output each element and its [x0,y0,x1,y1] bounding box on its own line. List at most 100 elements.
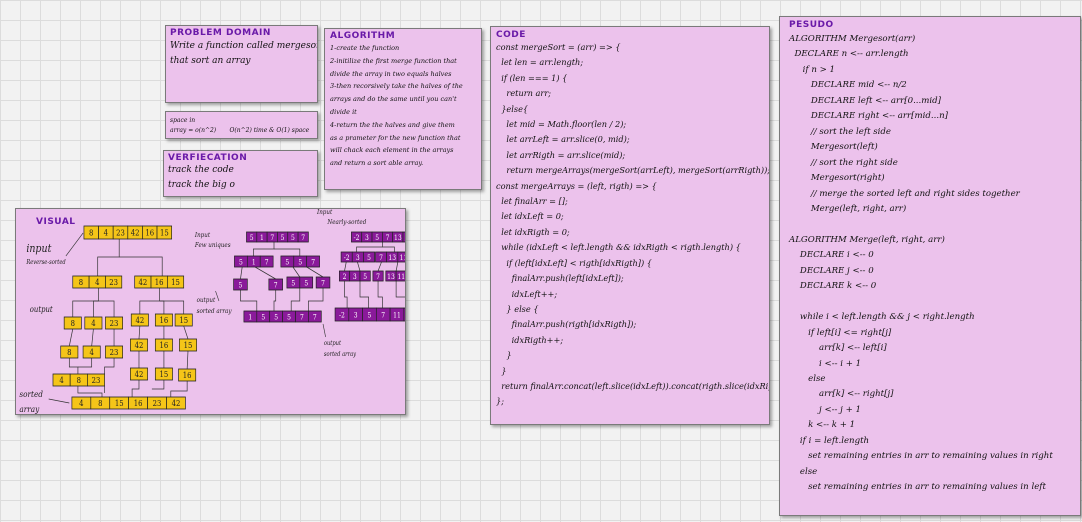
problem-domain-card: Problem Domain Write a function called m… [165,25,318,103]
problem-line: Write a function called mergesort [170,41,318,51]
label-nearly-sorted: Nearly-sorted [326,219,366,227]
array-cell [84,316,103,330]
pseudo-line: arr[k] <-- left[i] [789,343,887,354]
array-cell-value: 5 [285,258,289,267]
array-cell [395,270,405,282]
connector-line [344,261,347,272]
array-cell [297,231,309,243]
pseudo-line: DECLARE j <-- 0 [789,265,874,276]
connector-line [240,266,243,280]
array-cell [105,316,123,330]
array-cell-value: 8 [89,228,94,238]
array-cell-value: 5 [281,234,285,243]
array-cell-value: 3 [353,273,357,282]
array-cell-value: 3 [365,234,369,243]
array-cell [130,367,148,381]
array-cell-value: 4 [59,375,64,385]
array-cell-value: 7 [300,313,304,322]
code-line: let arrRigth = arr.slice(mid); [496,149,626,160]
array-cell-value: 13 [388,254,396,263]
array-cell [63,316,82,330]
array-cell-value: 1 [252,258,256,267]
code-line: } else { [496,303,539,314]
connector-line [344,281,348,308]
label-sorted: sorted [19,389,43,399]
algorithm-line: divide the array in two equals halves [330,69,452,78]
array-cell-value: 23 [92,375,101,385]
array-cell-value: 7 [274,281,278,290]
pseudo-line: // merge the sorted left and right sides… [789,188,1020,199]
code-line: let idxRigth = 0; [496,226,570,237]
connector-line [306,266,324,278]
array-cell [130,313,149,327]
array-cell [397,251,405,263]
code-line: let finalArr = []; [496,196,568,207]
connector-line [253,242,275,256]
verification-title: Verfiecation [168,153,248,163]
array-cell-value: 4 [95,277,100,287]
connector-line [395,281,405,298]
array-cell-value: 7 [301,234,305,243]
code-line: const mergeArrays = (left, rigth) => { [496,180,657,191]
label-output-mid: output [197,297,216,305]
label-output-right: output [324,341,342,347]
array-cell [130,338,148,352]
pointer-arrow [48,398,70,404]
code-line: while (idxLeft < left.length && idxRigth… [496,242,741,253]
array-cell-value: 4 [79,398,84,408]
connector-line [151,380,165,390]
array-cell [306,255,320,268]
array-cell-value: 42 [131,228,140,238]
pointer-arrow [65,232,84,257]
array-cell-value: 23 [110,347,119,357]
array-cell-value: 15 [115,398,124,408]
algorithm-line: 2-initilize the first merge function tha… [330,56,457,65]
connector-line [357,261,361,272]
connector-line [104,358,115,374]
problem-line: that sort an array [170,56,251,66]
array-cell-value: 16 [160,340,169,350]
pseudo-line: else [789,466,818,477]
array-cell [233,278,248,291]
array-cell [403,307,405,322]
array-cell-value: 5 [291,279,295,288]
array-cell-value: 7 [265,258,269,267]
label-reverse-sorted: Reverse-sorted [25,260,66,266]
array-cell-value: 42 [138,277,147,287]
array-cell-value: 5 [250,234,254,243]
connector-line [377,261,382,272]
array-cell-value: 15 [171,277,180,287]
verification-line: track the big o [168,180,235,190]
connector-line [68,358,79,374]
pseudo-line: if n > 1 [789,64,835,75]
label-output: output [30,304,53,314]
code-line: return mergeArrays(mergeSort(arrLeft), m… [496,165,770,176]
array-cell [154,313,173,327]
code-line: if (len === 1) { [496,72,568,83]
connector-line [254,266,276,280]
connector-line [91,328,94,347]
connector-line [382,246,395,252]
connector-line [186,350,189,370]
array-cell-value: 15 [160,228,169,238]
connector-line [183,325,189,340]
algorithm-line: 4-return the the halves and give them [330,120,455,129]
connector-line [170,381,188,397]
array-cell [259,255,274,268]
array-cell-value: 5 [363,273,367,282]
connector-line [68,328,74,347]
array-cell-value: 16 [160,315,169,325]
array-cell [315,276,331,289]
array-cell [299,276,314,289]
array-cell [82,345,101,359]
pseudo-line: DECLARE k <-- 0 [789,281,877,292]
algorithm-line: will chack each element in the arrays [330,146,454,155]
connector-line [119,256,163,276]
connector-line [77,386,103,397]
algorithm-line: 3-then recorsively take the halves of th… [330,82,463,91]
array-cell [105,345,123,359]
pseudocode-title: Pesudo [789,20,834,30]
pseudo-line: DECLARE i <-- 0 [789,250,874,261]
code-line: return finalArr.concat(left.slice(idxLef… [496,380,770,391]
